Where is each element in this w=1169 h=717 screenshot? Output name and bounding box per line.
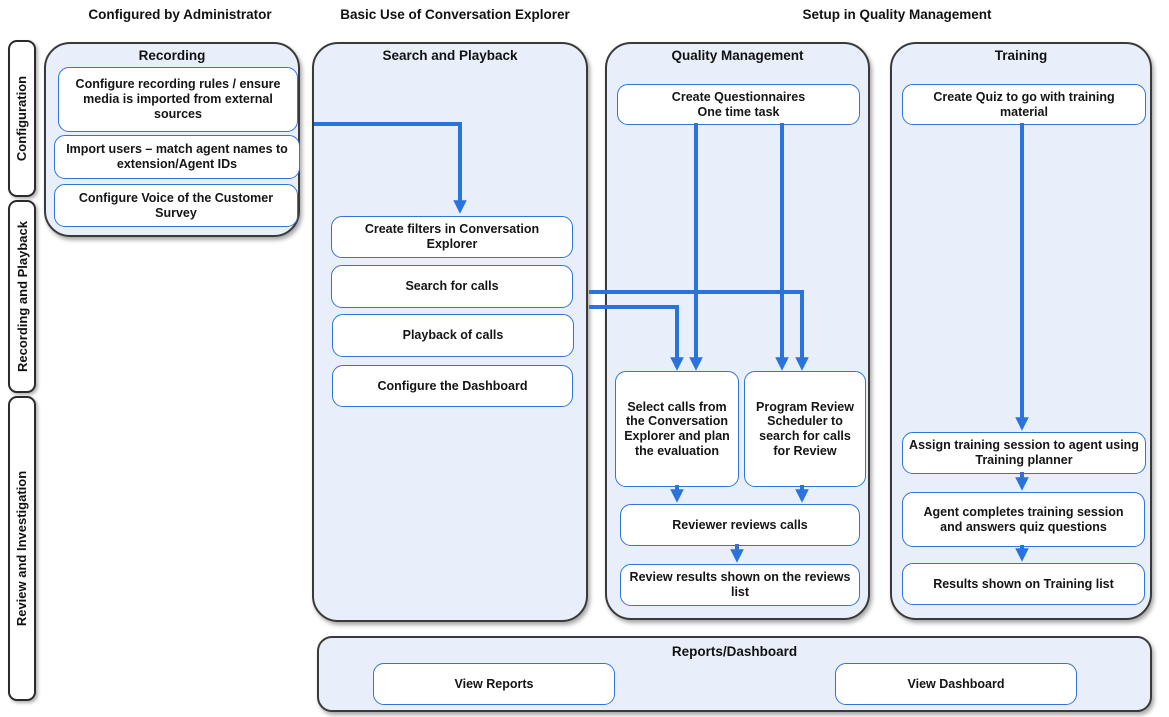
box-create-filters: Create filters in Conversation Explorer (331, 216, 573, 258)
side-tab-configuration-label: Configuration (14, 75, 30, 162)
box-create-questionnaires: Create Questionnaires One time task (617, 84, 860, 125)
panel-quality-management: Quality Management Create Questionnaires… (605, 42, 870, 620)
header-configured-by-administrator: Configured by Administrator (88, 7, 272, 22)
box-reviewer-reviews-calls: Reviewer reviews calls (620, 504, 860, 546)
panel-recording-title: Recording (138, 48, 206, 63)
panel-training-title: Training (994, 48, 1048, 63)
box-create-quiz: Create Quiz to go with training material (902, 84, 1146, 125)
box-select-calls-plan-evaluation: Select calls from the Conversation Explo… (615, 371, 739, 487)
panel-recording: Recording Configure recording rules / en… (44, 42, 300, 237)
side-tab-recording-and-playback: Recording and Playback (8, 200, 36, 393)
box-assign-training-session: Assign training session to agent using T… (902, 432, 1146, 474)
box-results-shown-training-list: Results shown on Training list (902, 563, 1145, 605)
side-tab-review-and-investigation-label: Review and Investigation (14, 470, 30, 627)
box-configure-recording-rules: Configure recording rules / ensure media… (58, 67, 298, 132)
box-configure-the-dashboard: Configure the Dashboard (332, 365, 573, 407)
box-program-review-scheduler: Program Review Scheduler to search for c… (744, 371, 866, 487)
header-setup-quality-management: Setup in Quality Management (802, 7, 992, 22)
panel-reports-dashboard-title: Reports/Dashboard (671, 644, 798, 659)
box-agent-completes-training: Agent completes training session and ans… (902, 492, 1145, 547)
header-basic-use-conversation-explorer: Basic Use of Conversation Explorer (340, 7, 570, 22)
box-view-reports: View Reports (373, 663, 615, 705)
panel-search-and-playback-title: Search and Playback (382, 48, 518, 63)
box-playback-of-calls: Playback of calls (332, 314, 574, 357)
box-configure-voice-of-customer-survey: Configure Voice of the Customer Survey (54, 184, 298, 227)
side-tab-recording-and-playback-label: Recording and Playback (14, 221, 30, 372)
panel-search-and-playback: Search and Playback Create filters in Co… (312, 42, 588, 622)
panel-reports-dashboard: Reports/Dashboard View Reports View Dash… (317, 636, 1152, 712)
panel-training: Training Create Quiz to go with training… (890, 42, 1152, 620)
side-tab-review-and-investigation: Review and Investigation (8, 396, 36, 701)
box-view-dashboard: View Dashboard (835, 663, 1077, 705)
box-import-users: Import users – match agent names to exte… (54, 135, 300, 179)
box-review-results-shown: Review results shown on the reviews list (620, 564, 860, 606)
panel-quality-management-title: Quality Management (671, 48, 804, 63)
side-tab-configuration: Configuration (8, 40, 36, 197)
box-search-for-calls: Search for calls (331, 265, 573, 308)
